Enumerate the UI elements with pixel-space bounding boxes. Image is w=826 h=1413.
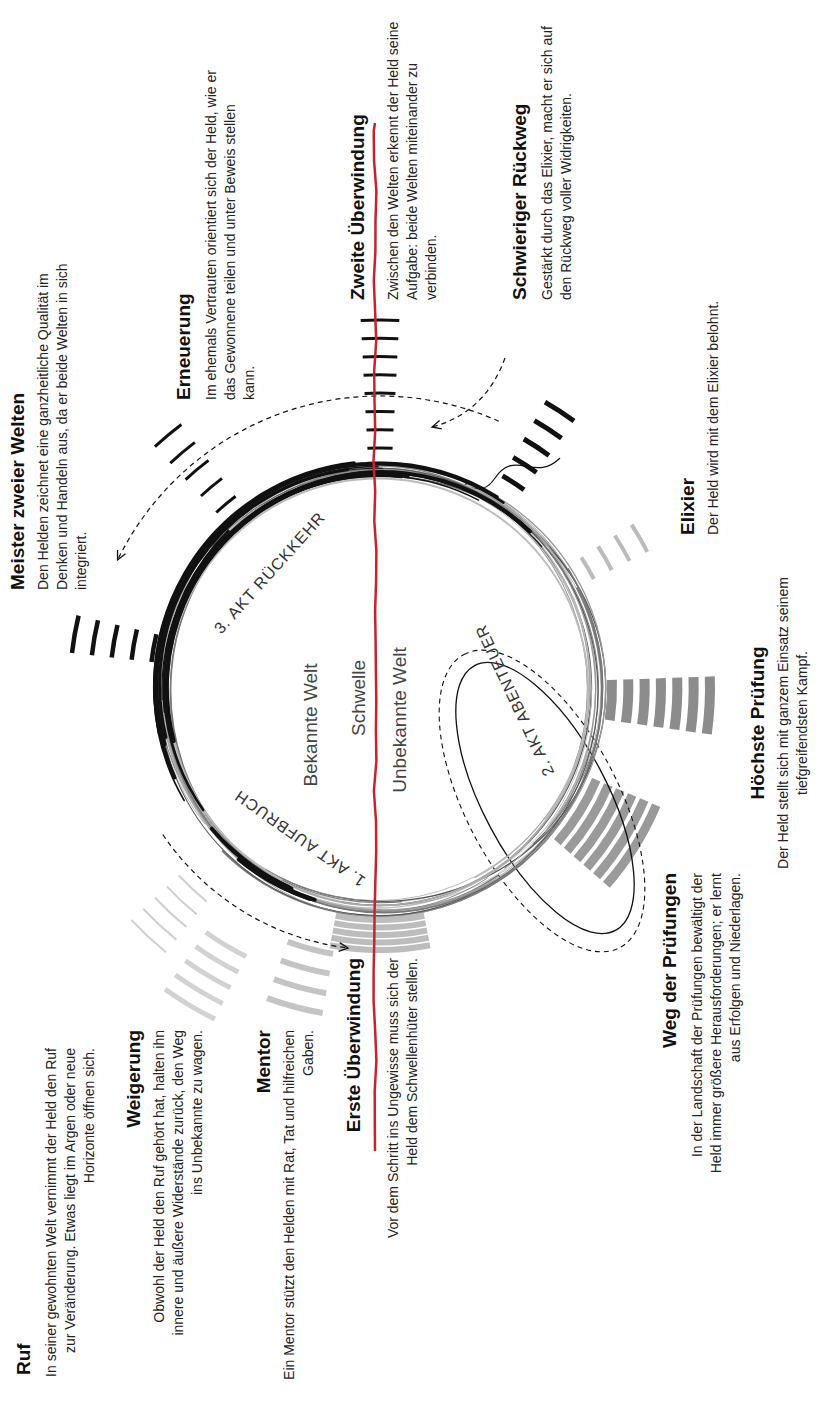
stage-bar: [581, 557, 594, 579]
stage-bar: [186, 460, 209, 479]
circle-scribble: [166, 471, 598, 906]
stage-bar: [167, 887, 197, 915]
adventure-loop-dashed: [397, 619, 687, 983]
stage-heading: Meister zweier Welten: [6, 270, 30, 590]
stage-description: Gestärkt durch das Elixier, macht er sic…: [538, 15, 576, 300]
stage-bar: [364, 373, 397, 376]
circle-scribble: [168, 478, 589, 903]
stage-bar: [132, 630, 137, 660]
stage-description: Ein Mentor stützt den Helden mit Rat, Ta…: [280, 1030, 318, 1400]
circle-scribble-dark: [155, 463, 354, 778]
stage-bar: [334, 923, 425, 927]
stage-heading: Ruf: [12, 1175, 36, 1375]
stage-bar: [179, 876, 207, 902]
stage-bar: [143, 909, 176, 940]
stage-bar: [274, 979, 326, 993]
stage-bar: [366, 410, 395, 413]
circle-scribble-dark: [167, 472, 530, 741]
circle-scribble: [166, 465, 595, 917]
stage-bar: [524, 439, 549, 455]
stage-bar: [267, 998, 323, 1013]
stage-bar: [545, 402, 574, 421]
stage-bar: [288, 942, 333, 954]
stage-bar: [642, 679, 645, 725]
world-label: Bekannte Welt: [300, 663, 322, 786]
stage-bar: [367, 446, 392, 449]
stage-description: Den Helden zeichnet eine ganzheitliche Q…: [34, 260, 91, 590]
stage-description: In seiner gewohnten Welt vernimmt der He…: [42, 1048, 99, 1393]
stage-bar: [367, 428, 394, 431]
stage-bar: [155, 898, 186, 927]
threshold-line: [374, 123, 377, 1151]
stage-description: In der Landschaft der Prüfungen bewältig…: [688, 873, 745, 1188]
stage-description: Der Held stellt sich mit ganzem Einsatz …: [774, 553, 812, 893]
stage-heading: Weigerung: [122, 1030, 146, 1330]
stage-bar: [363, 355, 398, 358]
stage-bar: [632, 525, 648, 552]
world-label: Unbekannte Welt: [389, 647, 411, 792]
stage-bar: [691, 677, 694, 732]
stage-bar: [615, 536, 630, 561]
stage-bar: [333, 931, 427, 936]
world-label: Schwelle: [348, 660, 370, 736]
stage-bar: [503, 476, 525, 490]
arrow-head: [432, 420, 442, 428]
circle-scribble-dark: [173, 476, 479, 633]
stage-bar: [131, 920, 166, 952]
journey-circle: 1. AKT AUFBRUCH2. AKT ABENTEUER3. AKT RÜ…: [158, 466, 602, 910]
circle-scribble-dark: [167, 474, 408, 706]
stage-heading: Erste Überwindung: [342, 958, 366, 1258]
circle-scribble: [159, 468, 598, 915]
stage-description: Zwischen den Welten erkennt der Held sei…: [384, 15, 441, 300]
stage-bar: [201, 478, 222, 496]
circle-scribble-dark: [154, 539, 212, 734]
stage-heading: Höchste Prüfung: [746, 573, 770, 873]
stage-heading: Zweite Überwindung: [346, 20, 370, 300]
stage-bar: [281, 961, 330, 974]
stage-bar: [206, 932, 246, 956]
stage-bar: [196, 947, 239, 973]
stage-bar: [112, 625, 118, 657]
dashed-arrow: [432, 358, 505, 427]
stage-heading: Mentor: [252, 1030, 276, 1330]
stage-bar: [165, 989, 215, 1019]
stage-bar: [155, 425, 182, 447]
stage-description: Im ehemals Vertrauten orientiert sich de…: [202, 70, 259, 400]
circle-scribble-dark: [164, 531, 228, 810]
stage-bar: [674, 678, 677, 730]
circle-scribble: [163, 477, 605, 906]
stage-bar: [534, 421, 561, 439]
stage-bar: [361, 318, 400, 322]
stage-heading: Elixier: [676, 255, 700, 535]
stage-bar: [598, 546, 612, 570]
stage-bar: [170, 442, 195, 463]
stage-bar: [216, 496, 235, 512]
stage-bar: [72, 616, 79, 653]
stage-bar: [365, 392, 396, 395]
stage-bar: [658, 678, 661, 727]
arrow-head: [339, 943, 348, 952]
stage-bar: [610, 680, 612, 720]
circle-outline: [158, 466, 602, 910]
circle-scribble-dark: [157, 463, 497, 744]
arrow-head: [118, 550, 126, 560]
stage-bar: [92, 620, 98, 655]
stage-bar: [331, 938, 428, 943]
stage-description: Der Held wird mit dem Elixier belohnt.: [704, 255, 723, 535]
stage-heading: Erneuerung: [172, 120, 196, 400]
circle-scribble-dark: [212, 829, 292, 889]
stage-bar: [707, 677, 710, 734]
act-label: 2. AKT ABENTEUER: [472, 621, 558, 778]
stage-heading: Schwieriger Rückweg: [508, 20, 532, 300]
stage-description: Obwohl der Held den Ruf gehört hat, halt…: [150, 1030, 207, 1355]
circle-scribble: [166, 470, 591, 906]
stage-description: Vor dem Schritt ins Ungewisse muss sich …: [384, 958, 422, 1243]
stage-bar: [362, 337, 399, 340]
stage-heading: Weg der Prüfungen: [658, 873, 682, 1173]
stage-bar: [626, 679, 628, 722]
